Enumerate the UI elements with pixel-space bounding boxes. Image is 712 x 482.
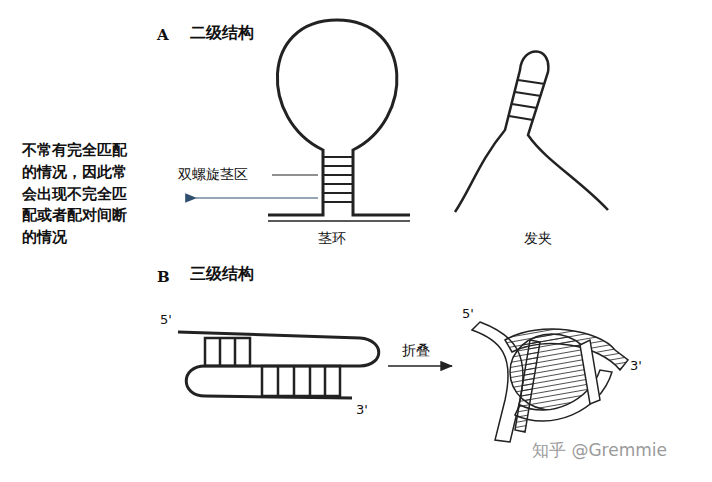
figure-label: 茎环: [318, 230, 346, 247]
tertiary-strand: [178, 332, 379, 398]
end-label: 5': [462, 306, 474, 322]
stem-rungs: [323, 157, 353, 202]
hairpin-rungs: [509, 80, 545, 120]
callout-arrow: [196, 197, 318, 198]
watermark: 知乎 @Gremmie: [532, 440, 667, 460]
callout-note: 不常有完全匹配的情况，因此常会出现不完全匹配或者配对间断的情况: [22, 140, 134, 249]
stem-loop: [268, 20, 410, 221]
leader-line: [272, 174, 318, 175]
figure-label: 发夹: [524, 230, 552, 247]
tertiary-rungs: [205, 338, 340, 396]
end-label: 5': [160, 312, 172, 328]
arrow-label: 折叠: [402, 342, 430, 359]
section-title: 二级结构: [190, 23, 254, 42]
section-title: 三级结构: [190, 264, 254, 283]
end-label: 3': [356, 402, 368, 418]
folded-ribbon: [472, 322, 628, 442]
panel-letter: A: [157, 26, 169, 44]
end-label: 3': [630, 358, 642, 374]
fold-arrow: [388, 365, 452, 366]
part-label: 双螺旋茎区: [178, 166, 248, 183]
hairpin: [455, 51, 608, 212]
panel-letter: B: [157, 268, 170, 286]
